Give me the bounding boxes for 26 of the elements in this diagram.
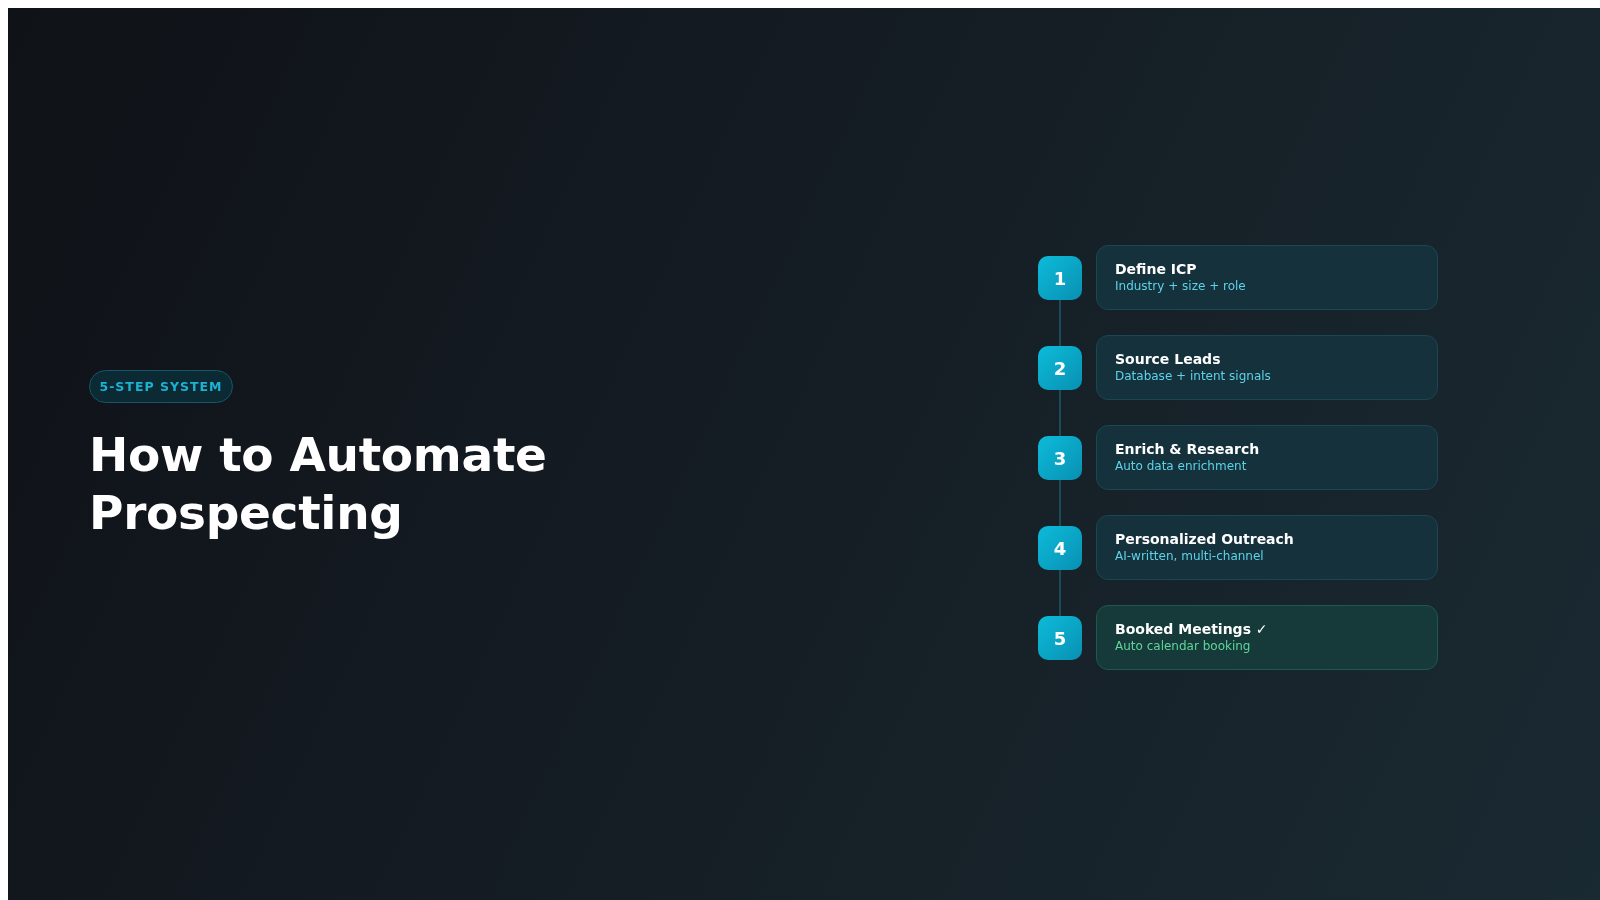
step-number: 2 — [1038, 346, 1082, 390]
step-description: Auto data enrichment — [1115, 458, 1247, 475]
step-card — [1096, 515, 1438, 580]
step-title: Enrich & Research — [1115, 440, 1260, 458]
step-number: 5 — [1038, 616, 1082, 660]
step-title: Booked Meetings ✓ — [1115, 620, 1268, 638]
step-card — [1096, 425, 1438, 490]
step-title: Source Leads — [1115, 350, 1221, 368]
category-tag: 5-STEP SYSTEM — [89, 370, 233, 403]
step-description: Database + intent signals — [1115, 368, 1271, 385]
step-description: Auto calendar booking — [1115, 638, 1251, 655]
connector-line — [1059, 389, 1061, 437]
step-number: 3 — [1038, 436, 1082, 480]
step-title: Personalized Outreach — [1115, 530, 1294, 548]
step-card — [1096, 605, 1438, 670]
connector-line — [1059, 299, 1061, 347]
step-card — [1096, 335, 1438, 400]
connector-line — [1059, 569, 1061, 617]
step-number: 4 — [1038, 526, 1082, 570]
step-description: Industry + size + role — [1115, 278, 1246, 295]
connector-line — [1059, 479, 1061, 527]
step-description: AI-written, multi-channel — [1115, 548, 1264, 565]
step-card — [1096, 245, 1438, 310]
step-title: Define ICP — [1115, 260, 1197, 278]
slide-title: How to Automate Prospecting — [89, 426, 548, 542]
step-number: 1 — [1038, 256, 1082, 300]
